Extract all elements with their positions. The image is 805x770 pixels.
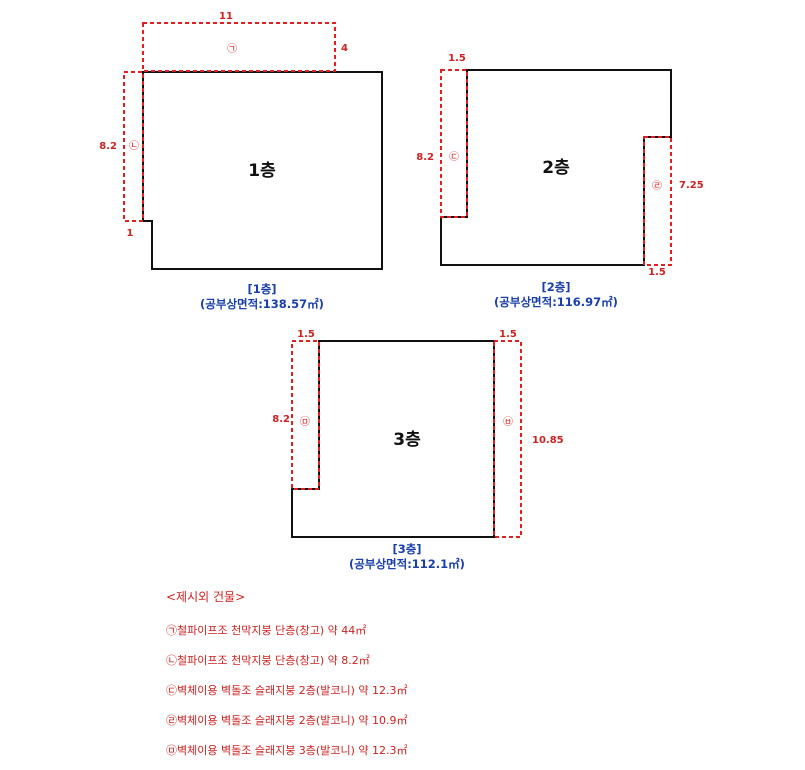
mark-f2-left: ㉢ bbox=[449, 151, 459, 163]
dim-f2-left-width: 1.5 bbox=[448, 53, 466, 64]
floor-3-caption-area: (공부상면적:112.1㎡) bbox=[349, 557, 465, 571]
legend-item: ㉡철파이프조 천막지붕 단층(창고) 약 8.2㎡ bbox=[166, 653, 370, 667]
dim-f3-right-width: 1.5 bbox=[499, 329, 517, 340]
legend-item: ㉣벽체이용 벽돌조 슬래지붕 2층(발코니) 약 10.9㎡ bbox=[166, 713, 407, 727]
dim-f1-top-depth: 4 bbox=[341, 43, 348, 54]
mark-f1-left: ㉡ bbox=[129, 140, 139, 152]
dim-f2-right-height: 7.25 bbox=[679, 180, 704, 191]
annex-2-right-box bbox=[643, 136, 672, 266]
annex-3-left-box bbox=[291, 340, 320, 490]
floor-3-caption-label: [3층] bbox=[392, 542, 421, 556]
floor-2-caption-area: (공부상면적:116.97㎡) bbox=[494, 295, 618, 309]
dim-f3-left-width: 1.5 bbox=[297, 329, 315, 340]
annex-3-right-box bbox=[493, 340, 522, 538]
annex-legend: <제시외 건물> ㉠철파이프조 천막지붕 단층(창고) 약 44㎡ ㉡철파이프조… bbox=[166, 590, 407, 757]
mark-f3-left: ㉤ bbox=[300, 416, 310, 428]
floor-1-name: 1층 bbox=[248, 161, 276, 181]
mark-f2-right: ㉣ bbox=[652, 180, 662, 192]
legend-title: <제시외 건물> bbox=[166, 590, 245, 604]
annex-1-left-box bbox=[123, 71, 144, 222]
legend-item: ㉢벽체이용 벽돌조 슬래지붕 2층(발코니) 약 12.3㎡ bbox=[166, 683, 407, 697]
floor-3-name: 3층 bbox=[393, 430, 421, 450]
annex-2-left-box bbox=[440, 69, 468, 218]
floor-1-caption-area: (공부상면적:138.57㎡) bbox=[200, 297, 324, 311]
floor-3-plan: 3층 1.5 8.2 1.5 10.85 ㉤ ㉥ [3층] (공부상면적:112… bbox=[272, 329, 563, 571]
dim-f1-left-width: 1 bbox=[127, 228, 134, 239]
mark-f3-right: ㉥ bbox=[503, 416, 513, 428]
dim-f1-left-height: 8.2 bbox=[99, 141, 117, 152]
dim-f3-left-height: 8.2 bbox=[272, 414, 290, 425]
floor-1-caption-label: [1층] bbox=[247, 282, 276, 296]
legend-item: ㉤벽체이용 벽돌조 슬래지붕 3층(발코니) 약 12.3㎡ bbox=[166, 743, 407, 757]
floor-2-name: 2층 bbox=[542, 158, 570, 178]
mark-f1-top: ㉠ bbox=[227, 43, 237, 55]
dim-f2-left-height: 8.2 bbox=[416, 152, 434, 163]
floor-2-plan: 2층 1.5 8.2 7.25 1.5 ㉢ ㉣ [2층] (공부상면적:116.… bbox=[416, 53, 703, 309]
dim-f2-right-width: 1.5 bbox=[648, 267, 666, 278]
annex-1-top-box bbox=[142, 22, 336, 72]
floor-2-caption-label: [2층] bbox=[541, 280, 570, 294]
legend-item: ㉠철파이프조 천막지붕 단층(창고) 약 44㎡ bbox=[166, 623, 366, 637]
floor-1-plan: 1층 11 4 8.2 1 ㉠ ㉡ [1층] (공부상면적:138.57㎡) bbox=[99, 11, 383, 311]
dim-f3-right-height: 10.85 bbox=[532, 435, 564, 446]
dim-f1-top-width: 11 bbox=[219, 11, 233, 22]
